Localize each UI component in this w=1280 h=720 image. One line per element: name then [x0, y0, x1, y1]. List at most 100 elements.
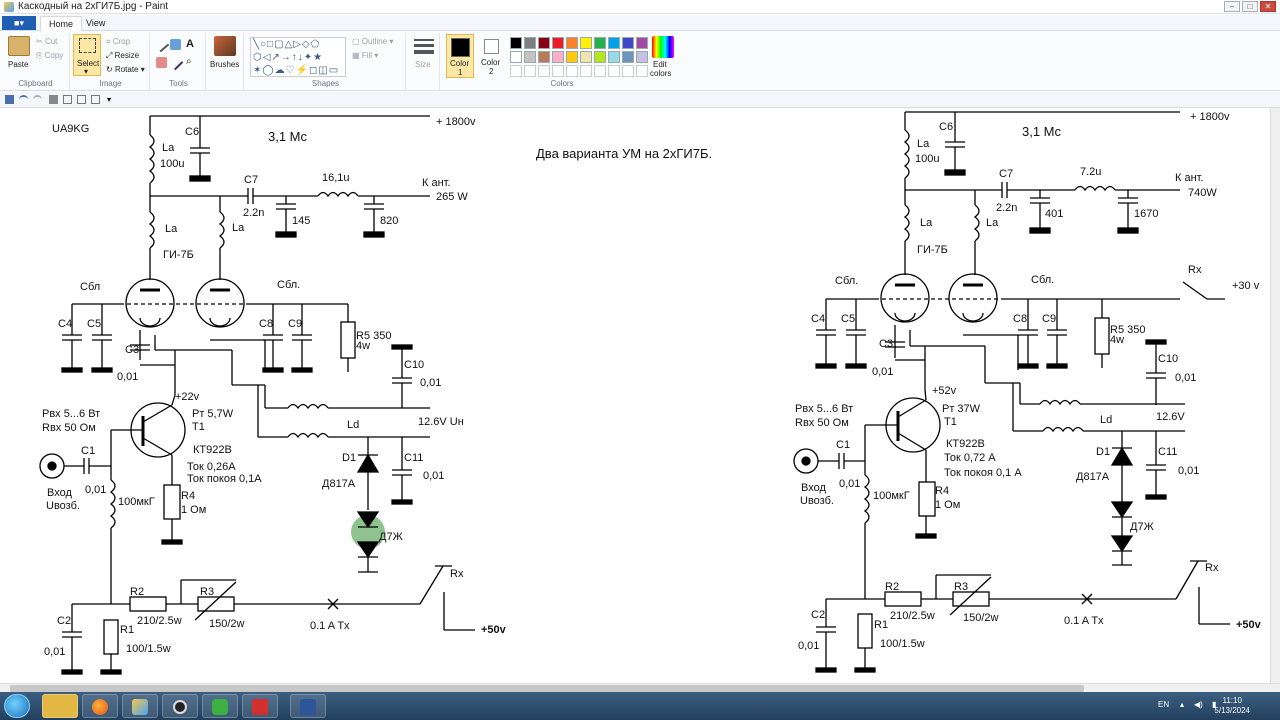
word-taskbar-icon[interactable]	[290, 694, 326, 718]
brushes-button[interactable]: Brushes	[210, 60, 240, 69]
minimize-button[interactable]: –	[1224, 1, 1240, 12]
palette-swatch[interactable]	[594, 37, 606, 49]
fill-icon[interactable]	[170, 39, 181, 50]
copy-button[interactable]: ⎘ Copy	[36, 51, 64, 60]
tab-home[interactable]: Home	[40, 16, 83, 31]
print-icon[interactable]	[49, 95, 58, 104]
palette-swatch[interactable]	[538, 37, 550, 49]
close-button[interactable]: ✕	[1260, 1, 1276, 12]
empty-palette-swatch[interactable]	[552, 65, 564, 77]
left-v22-label: +22v	[175, 391, 200, 403]
palette-swatch[interactable]	[552, 37, 564, 49]
eraser-icon[interactable]	[156, 57, 167, 68]
palette-swatch[interactable]	[608, 37, 620, 49]
tray-arrow-icon[interactable]: ▴	[1180, 700, 1185, 709]
tab-view[interactable]: View	[86, 18, 106, 28]
new-icon[interactable]	[77, 95, 86, 104]
color2-button[interactable]: Color 2	[478, 34, 506, 78]
empty-palette-swatch[interactable]	[608, 65, 620, 77]
empty-palette-swatch[interactable]	[510, 65, 522, 77]
palette-swatch[interactable]	[524, 51, 536, 63]
palette-swatch[interactable]	[580, 37, 592, 49]
customize-toolbar-icon[interactable]: ▾	[107, 95, 112, 104]
right-v30-label: +30 v	[1232, 280, 1260, 292]
maximize-button[interactable]: □	[1242, 1, 1258, 12]
language-indicator[interactable]: EN	[1158, 700, 1170, 709]
pencil-icon[interactable]	[153, 36, 170, 53]
palette-swatch[interactable]	[594, 51, 606, 63]
redo-icon[interactable]	[33, 95, 42, 104]
palette-swatch[interactable]	[566, 51, 578, 63]
network-icon[interactable]: ▮	[1212, 700, 1217, 709]
palette-swatch[interactable]	[622, 51, 634, 63]
left-pout-label: Pт 5,7W	[192, 408, 234, 420]
right-c9-label: C9	[1042, 313, 1056, 325]
empty-palette-swatch[interactable]	[524, 65, 536, 77]
edit-colors-icon[interactable]	[652, 36, 674, 58]
left-cap-label: 3,1 Mc	[268, 129, 308, 144]
outline-button[interactable]: ▢ Outline ▾	[352, 37, 394, 46]
save-icon[interactable]	[5, 95, 14, 104]
messenger-taskbar-icon[interactable]	[202, 694, 238, 718]
edit-colors-button[interactable]: Edit	[653, 60, 667, 69]
palette-swatch[interactable]	[566, 37, 578, 49]
cut-button[interactable]: ✂ Cut	[36, 37, 58, 46]
empty-palette-swatch[interactable]	[538, 65, 550, 77]
palette-swatch[interactable]	[510, 37, 522, 49]
left-c820-label: 820	[380, 215, 398, 227]
size-group[interactable]: Size	[408, 33, 440, 89]
palette-swatch[interactable]	[636, 37, 648, 49]
palette-swatch[interactable]	[552, 51, 564, 63]
print-preview-icon[interactable]	[63, 95, 72, 104]
volume-icon[interactable]: ◀)	[1194, 700, 1203, 709]
empty-palette-swatch[interactable]	[580, 65, 592, 77]
brushes-group[interactable]: Brushes	[208, 33, 244, 89]
vertical-scrollbar[interactable]	[1270, 108, 1280, 683]
paint-taskbar-icon[interactable]	[122, 694, 158, 718]
palette-swatch[interactable]	[608, 51, 620, 63]
right-c401-label: 401	[1045, 208, 1063, 220]
right-cap-label: 3,1 Mc	[1022, 124, 1062, 139]
left-r2-label: R2	[130, 586, 144, 598]
empty-palette-swatch[interactable]	[636, 65, 648, 77]
camera-taskbar-icon[interactable]	[162, 694, 198, 718]
right-c5-label: C5	[841, 313, 855, 325]
empty-palette-swatch[interactable]	[566, 65, 578, 77]
explorer-taskbar-icon[interactable]	[42, 694, 78, 718]
fill-button[interactable]: ▦ Fill ▾	[352, 51, 379, 60]
select-button[interactable]: Select ▾	[73, 34, 101, 76]
horizontal-scroll-thumb[interactable]	[10, 685, 1084, 692]
palette-swatch[interactable]	[524, 37, 536, 49]
file-menu-button[interactable]: ■▾	[2, 16, 36, 30]
palette-swatch[interactable]	[510, 51, 522, 63]
palette-swatch[interactable]	[538, 51, 550, 63]
palette-swatch[interactable]	[636, 51, 648, 63]
paste-icon[interactable]	[8, 36, 30, 56]
shapes-group: ╲○□▢△▷◇⬠⬡◁↗→↑↓✦★✶◯☁♡⚡◻◫▭ ▢ Outline ▾ ▦ F…	[246, 33, 406, 89]
open-icon[interactable]	[91, 95, 100, 104]
pdf-taskbar-icon[interactable]	[242, 694, 278, 718]
magnifier-icon[interactable]: ⌕	[186, 56, 192, 67]
empty-palette-swatch[interactable]	[622, 65, 634, 77]
resize-button[interactable]: ⤢ Resize	[106, 51, 140, 60]
rotate-button[interactable]: ↻ Rotate ▾	[106, 65, 145, 74]
paste-button[interactable]: Paste	[8, 60, 29, 69]
text-tool-icon[interactable]: A	[186, 38, 194, 50]
drawing-canvas[interactable]: UA9KG + 1800v 3,1 Mc La 100u C6 C7 2.2n …	[0, 108, 1270, 683]
start-button[interactable]	[4, 694, 30, 718]
right-c7-label: C7	[999, 168, 1013, 180]
left-tube-label: ГИ-7Б	[163, 249, 194, 261]
firefox-taskbar-icon[interactable]	[82, 694, 118, 718]
crop-button[interactable]: ⌗ Crop	[106, 37, 131, 46]
empty-palette-swatch[interactable]	[594, 65, 606, 77]
palette-swatch[interactable]	[580, 51, 592, 63]
palette-swatch[interactable]	[622, 37, 634, 49]
horizontal-scrollbar[interactable]	[0, 683, 1280, 692]
undo-icon[interactable]	[19, 95, 28, 104]
left-cbl1-label: Сбл	[80, 281, 100, 293]
color-picker-icon[interactable]	[167, 54, 184, 71]
shapes-gallery[interactable]: ╲○□▢△▷◇⬠⬡◁↗→↑↓✦★✶◯☁♡⚡◻◫▭	[250, 37, 346, 77]
color1-button[interactable]: Color 1	[446, 34, 474, 78]
right-c2v-label: 0,01	[798, 640, 819, 652]
